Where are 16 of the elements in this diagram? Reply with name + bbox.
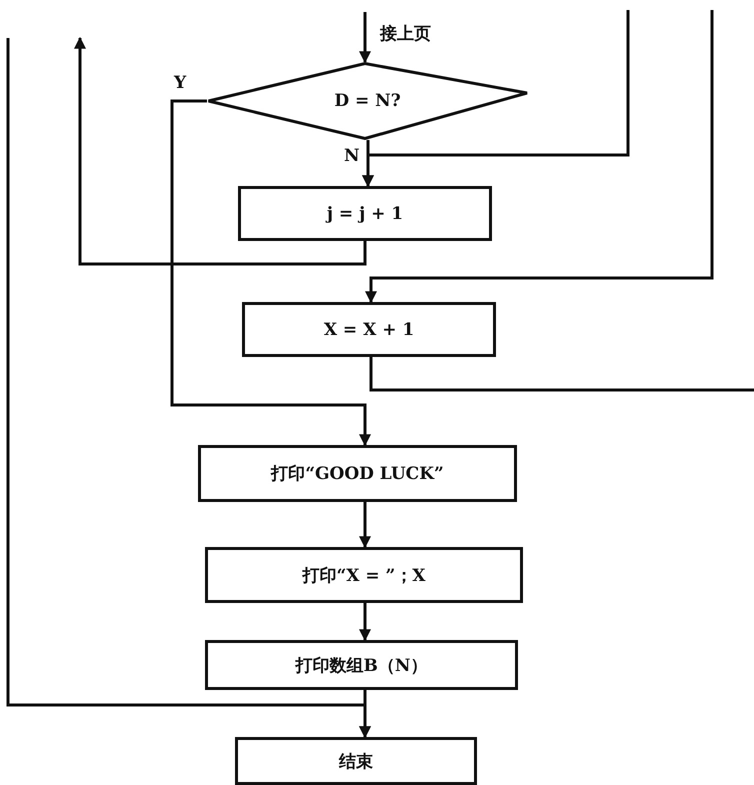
process-box: 打印“GOOD LUCK” [198, 445, 517, 502]
connector-arrow [359, 603, 371, 642]
arrow [359, 12, 371, 64]
arrow [365, 10, 714, 304]
edge-label: 接上页 [378, 22, 433, 45]
process-box: 结束 [235, 737, 477, 785]
connector-arrow [359, 502, 371, 548]
process-box: 打印数组B（N） [205, 640, 518, 690]
arrow [74, 36, 366, 266]
process-box: X = X + 1 [242, 302, 496, 357]
arrow [6, 38, 371, 738]
connector-arrow [170, 100, 371, 446]
process-box: j = j + 1 [238, 186, 492, 241]
decision-diamond: D = N? [207, 62, 528, 140]
arrow [362, 10, 630, 188]
process-box: 打印“X = ”；X [205, 547, 523, 603]
